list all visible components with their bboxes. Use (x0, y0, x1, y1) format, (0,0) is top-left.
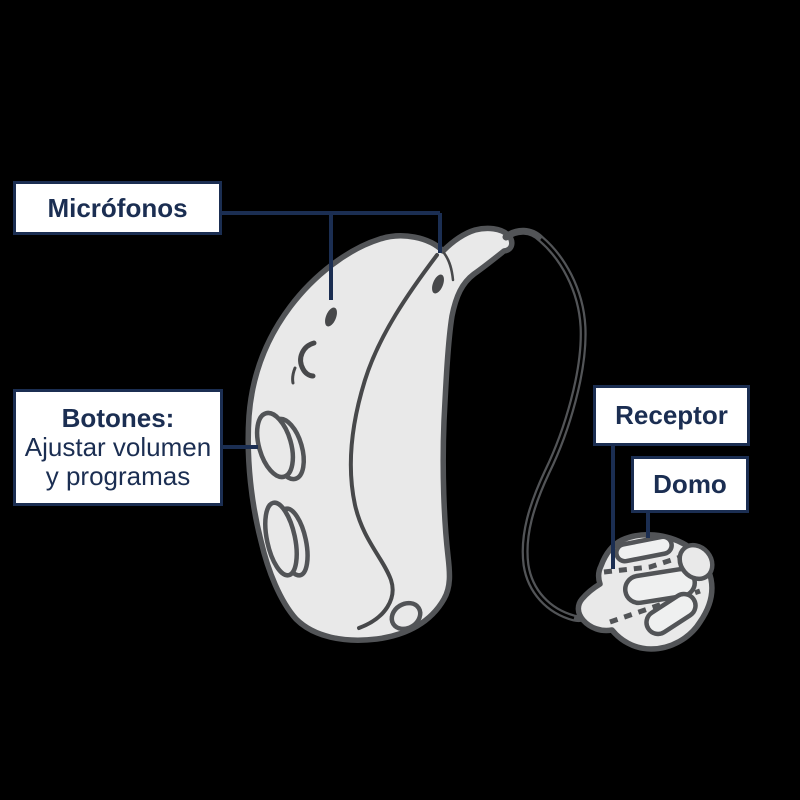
microphone-port-1 (325, 307, 337, 327)
label-receiver: Receptor (593, 385, 750, 446)
label-dome-text: Domo (653, 469, 727, 499)
spout-separation-line (442, 251, 455, 282)
button-lower (263, 500, 310, 578)
body-contour-line (348, 253, 439, 630)
microphone-port-2 (432, 274, 444, 294)
label-buttons-line2: Ajustar volumen (24, 432, 212, 462)
indicator-crescent-tail (291, 366, 297, 385)
label-buttons: Botones: Ajustar volumen y programas (13, 389, 223, 506)
label-receiver-text: Receptor (615, 400, 728, 430)
microphones-leader-line (222, 211, 442, 300)
dome-cap (677, 542, 715, 582)
hearing-aid-body (245, 225, 515, 643)
label-microphones-text: Micrófonos (47, 192, 188, 223)
body-bottom-bump (389, 600, 423, 632)
indicator-crescent (298, 340, 317, 379)
label-dome: Domo (631, 456, 749, 513)
receiver-wire-gap (523, 238, 585, 620)
receiver-wire (502, 227, 600, 623)
dome-vent-1 (614, 534, 674, 564)
label-buttons-title: Botones: (61, 403, 175, 433)
label-microphones: Micrófonos (13, 181, 222, 235)
dome-vent-3 (644, 591, 698, 637)
button-upper (254, 410, 307, 482)
label-buttons-line3: y programas (45, 461, 191, 491)
